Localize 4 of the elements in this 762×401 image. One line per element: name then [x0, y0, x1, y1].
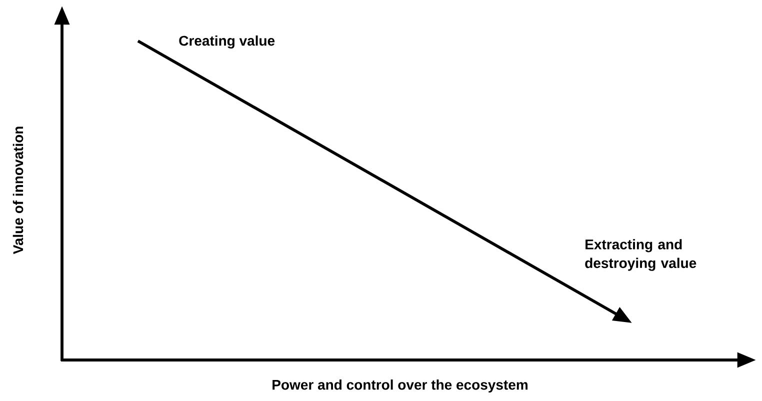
- text-label: Extracting and destroying value: [585, 239, 696, 271]
- axis-label: Power and control over the ecosystem: [272, 379, 528, 393]
- text-label: Creating value: [179, 35, 275, 49]
- axis-label: Value of innovation: [12, 126, 24, 254]
